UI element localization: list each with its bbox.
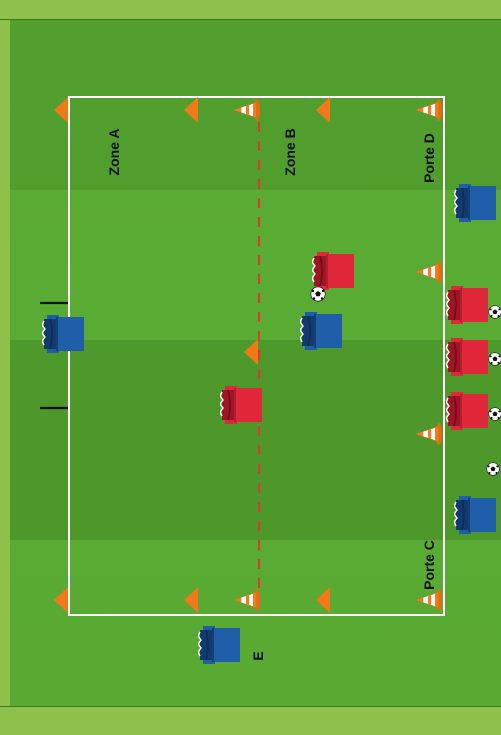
soccer-ball-icon (487, 463, 500, 476)
blue-jersey-icon (198, 626, 240, 664)
zone-b-label: Zone B (282, 128, 298, 175)
blue-jersey-icon (454, 496, 496, 534)
soccer-ball-icon (311, 287, 325, 301)
player-e-label: E (250, 651, 266, 660)
red-jersey-icon (312, 252, 354, 290)
porte-c-label: Porte C (421, 540, 437, 590)
porte-d-label: Porte D (421, 133, 437, 183)
blue-jersey-icon (454, 184, 496, 222)
blue-jersey-icon (300, 312, 342, 350)
zone-a-label: Zone A (106, 129, 122, 176)
blue-jersey-icon (42, 315, 84, 353)
soccer-ball-icon (489, 408, 501, 421)
red-jersey-icon (446, 286, 488, 324)
red-jersey-icon (446, 338, 488, 376)
soccer-ball-icon (489, 306, 501, 319)
soccer-ball-icon (489, 353, 501, 366)
red-jersey-icon (446, 392, 488, 430)
red-jersey-icon (220, 386, 262, 424)
